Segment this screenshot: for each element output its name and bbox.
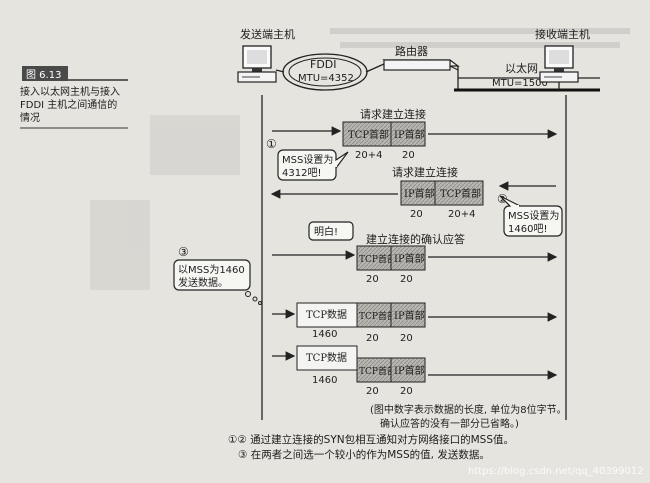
svg-text:明白!: 明白! bbox=[314, 225, 338, 238]
svg-text:20: 20 bbox=[400, 274, 413, 285]
fddi-mtu: MTU=4352 bbox=[298, 73, 354, 84]
ethernet-mtu: MTU=1500 bbox=[492, 78, 548, 89]
ethernet-label: 以太网 bbox=[505, 62, 538, 75]
sender-host: 发送端主机 bbox=[237, 27, 295, 83]
svg-text:20+4: 20+4 bbox=[448, 209, 475, 220]
svg-text:以MSS为1460: 以MSS为1460 bbox=[178, 264, 245, 276]
syn-request-1: 请求建立连接 TCP首部 IP首部 20+4 20 ① MSS设置为 4312吧… bbox=[266, 107, 558, 181]
receiver-host: 接收端主机 bbox=[535, 27, 590, 90]
svg-text:①: ① bbox=[266, 137, 277, 151]
svg-text:20: 20 bbox=[366, 333, 379, 344]
figure-label: 图 6.13 接入以太网主机与接入 FDDI 主机之间通信的 情况 bbox=[20, 66, 128, 129]
svg-text:TCP首部: TCP首部 bbox=[359, 253, 396, 265]
svg-text:TCP首部: TCP首部 bbox=[348, 128, 389, 141]
ip-header-block bbox=[400, 180, 436, 206]
svg-text:1460吧!: 1460吧! bbox=[508, 224, 547, 235]
svg-text:20: 20 bbox=[400, 333, 413, 344]
svg-text:③ 在两者之间选一个较小的作为MSS的值, 发送数据。: ③ 在两者之间选一个较小的作为MSS的值, 发送数据。 bbox=[238, 448, 490, 461]
ip-header-block bbox=[390, 302, 426, 328]
svg-text:TCP首部: TCP首部 bbox=[440, 187, 481, 200]
svg-text:IP首部: IP首部 bbox=[394, 309, 425, 322]
ip-header-block bbox=[390, 121, 426, 147]
tcp-header-block bbox=[356, 302, 392, 328]
svg-text:MSS设置为: MSS设置为 bbox=[282, 154, 333, 166]
watermark: https://blog.csdn.net/qq_40399012 bbox=[468, 466, 644, 477]
svg-text:IP首部: IP首部 bbox=[394, 128, 425, 141]
computer-icon bbox=[237, 45, 277, 83]
tcp-header-block bbox=[434, 180, 484, 206]
ok-callout: 明白! bbox=[308, 221, 354, 241]
units-note: (图中数字表示数据的长度, 单位为8位字节。 确认应答的没有一部分已省略。) bbox=[370, 403, 567, 430]
tcp-header-block bbox=[342, 121, 392, 147]
mss-4312-callout: ① MSS设置为 4312吧! bbox=[266, 137, 349, 181]
sender-host-label: 发送端主机 bbox=[240, 27, 295, 41]
svg-text:TCP数据: TCP数据 bbox=[306, 351, 347, 364]
svg-text:MSS设置为: MSS设置为 bbox=[508, 210, 559, 222]
svg-text:发送数据。: 发送数据。 bbox=[178, 276, 228, 289]
computer-icon bbox=[539, 45, 579, 83]
ack-title: 建立连接的确认应答 bbox=[366, 232, 465, 246]
ack-response: 明白! 建立连接的确认应答 TCP首部 IP首部 20 20 bbox=[272, 221, 558, 285]
svg-text:20: 20 bbox=[400, 386, 413, 397]
data-packet-1: TCP数据 TCP首部 IP首部 1460 20 20 bbox=[272, 302, 558, 344]
caption-line-3: 情况 bbox=[20, 111, 40, 124]
footnotes: ①② 通过建立连接的SYN包相互通知对方网络接口的MSS值。 ③ 在两者之间选一… bbox=[228, 433, 514, 461]
ethernet-bus: 以太网 MTU=1500 bbox=[454, 62, 600, 92]
tcp-header-block bbox=[356, 245, 392, 271]
svg-text:TCP数据: TCP数据 bbox=[306, 308, 347, 321]
receiver-host-label: 接收端主机 bbox=[535, 27, 590, 41]
svg-text:1460: 1460 bbox=[312, 375, 337, 386]
svg-text:(图中数字表示数据的长度, 单位为8位字节。: (图中数字表示数据的长度, 单位为8位字节。 bbox=[370, 403, 567, 416]
svg-text:确认应答的没有一部分已省略。): 确认应答的没有一部分已省略。) bbox=[380, 417, 519, 430]
svg-text:20: 20 bbox=[402, 150, 415, 161]
svg-text:TCP首部: TCP首部 bbox=[359, 365, 396, 377]
svg-text:1460: 1460 bbox=[312, 329, 337, 340]
router: 路由器 bbox=[382, 44, 460, 71]
caption-line-2: FDDI 主机之间通信的 bbox=[20, 98, 117, 111]
svg-text:③: ③ bbox=[178, 245, 189, 259]
svg-text:20: 20 bbox=[366, 386, 379, 397]
svg-text:TCP首部: TCP首部 bbox=[359, 310, 396, 322]
fddi-label: FDDI bbox=[310, 58, 337, 71]
req2-title: 请求建立连接 bbox=[392, 165, 458, 179]
router-label: 路由器 bbox=[395, 44, 428, 58]
ip-header-block bbox=[390, 245, 426, 271]
svg-text:①② 通过建立连接的SYN包相互通知对方网络接口的MSS值。: ①② 通过建立连接的SYN包相互通知对方网络接口的MSS值。 bbox=[228, 433, 514, 446]
req1-title: 请求建立连接 bbox=[360, 107, 426, 121]
send-data-callout: ③ 以MSS为1460 发送数据。 bbox=[173, 245, 262, 305]
data-packet-2: TCP数据 TCP首部 IP首部 1460 20 20 bbox=[272, 345, 558, 397]
tcp-data-block bbox=[296, 302, 358, 328]
caption-line-1: 接入以太网主机与接入 bbox=[20, 85, 120, 98]
svg-text:图 6.13: 图 6.13 bbox=[26, 69, 61, 81]
svg-text:20+4: 20+4 bbox=[355, 150, 382, 161]
fddi-ring: FDDI MTU=4352 bbox=[275, 53, 385, 91]
svg-text:IP首部: IP首部 bbox=[394, 252, 425, 265]
svg-text:20: 20 bbox=[410, 209, 423, 220]
bleed-through-text bbox=[90, 28, 630, 290]
svg-text:4312吧!: 4312吧! bbox=[282, 168, 321, 179]
tcp-data-block bbox=[296, 345, 358, 371]
svg-text:20: 20 bbox=[366, 274, 379, 285]
svg-text:IP首部: IP首部 bbox=[404, 187, 435, 200]
ip-header-block bbox=[390, 357, 426, 383]
mss-1460-callout: ② MSS设置为 1460吧! bbox=[497, 192, 563, 237]
syn-request-2: 请求建立连接 IP首部 TCP首部 20 20+4 ② MSS设置为 1460吧… bbox=[270, 165, 563, 237]
svg-text:IP首部: IP首部 bbox=[394, 364, 425, 377]
